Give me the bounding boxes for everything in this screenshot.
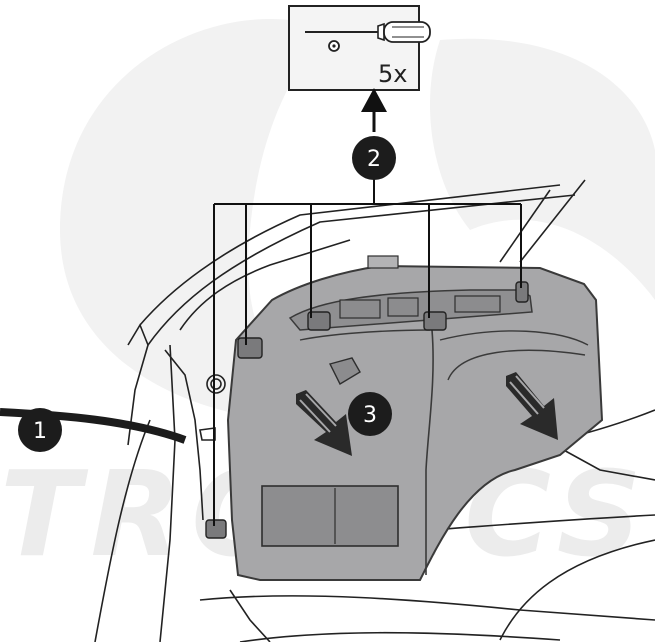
screw-heads [205, 281, 529, 539]
arrow-to-tool [361, 88, 387, 132]
arrow-remove-left [296, 390, 352, 456]
screw-clip-a [307, 311, 331, 331]
screw-bottom-left [205, 519, 227, 539]
arrow-remove-right [506, 372, 558, 440]
side-panel [226, 255, 604, 581]
callout-3: 3 [348, 392, 392, 436]
tool-box: 5x [288, 5, 431, 91]
torx-screwdriver-icon [305, 21, 431, 52]
callout-3-number: 3 [363, 403, 377, 428]
quantity-label: 5x [378, 60, 407, 88]
callout-1: 1 [18, 408, 62, 452]
vehicle-body-lines [94, 179, 655, 642]
callout-1-number: 1 [33, 419, 47, 444]
screw-top-left [237, 337, 263, 359]
callout-2-number: 2 [367, 147, 381, 172]
callout-2: 2 [352, 136, 396, 180]
pry-tool [0, 408, 187, 444]
screw-clip-b [423, 311, 447, 331]
